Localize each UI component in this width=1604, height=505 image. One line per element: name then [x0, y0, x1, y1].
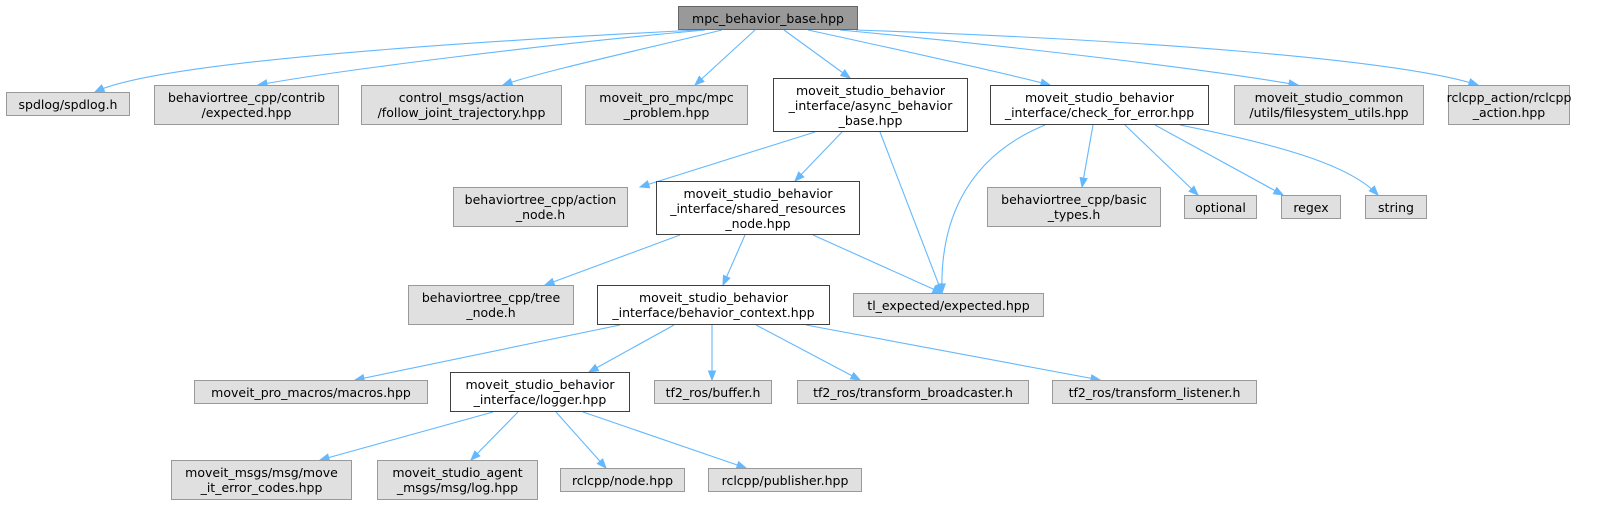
dependency-edge — [807, 29, 1051, 86]
arrowhead — [1188, 185, 1199, 196]
node-follow-joint-trajectory[interactable]: control_msgs/action /follow_joint_trajec… — [361, 85, 562, 125]
arrowhead — [1079, 176, 1088, 189]
node-spdlog[interactable]: spdlog/spdlog.h — [6, 92, 130, 116]
node-move-it-error-codes[interactable]: moveit_msgs/msg/move _it_error_codes.hpp — [171, 460, 352, 500]
node-string[interactable]: string — [1365, 195, 1427, 219]
node-check-for-error[interactable]: moveit_studio_behavior _interface/check_… — [990, 85, 1209, 125]
dependency-edge — [588, 324, 675, 373]
arrowhead — [1368, 185, 1379, 197]
arrowhead — [93, 84, 106, 93]
dependency-edge — [1179, 124, 1379, 196]
node-bt-action-node[interactable]: behaviortree_cpp/action _node.h — [453, 187, 628, 227]
dependency-edge — [855, 29, 1479, 86]
arrowhead — [839, 68, 852, 79]
dependency-edge — [941, 124, 1046, 294]
node-mpc-problem[interactable]: moveit_pro_mpc/mpc _problem.hpp — [585, 85, 748, 125]
node-regex[interactable]: regex — [1281, 195, 1341, 219]
dependency-edge — [794, 131, 843, 182]
arrowhead — [596, 458, 607, 470]
node-tf2-broadcaster[interactable]: tf2_ros/transform_broadcaster.h — [797, 380, 1029, 404]
dependency-edge — [582, 411, 747, 469]
dependency-edge — [257, 29, 706, 86]
dependency-edge — [805, 324, 1101, 381]
node-mpc-behavior-base[interactable]: mpc_behavior_base.hpp — [678, 6, 858, 30]
arrowhead — [587, 363, 600, 373]
arrowhead — [470, 450, 481, 461]
node-async-behavior-base[interactable]: moveit_studio_behavior _interface/async_… — [773, 78, 968, 132]
node-bt-tree-node[interactable]: behaviortree_cpp/tree _node.h — [408, 285, 574, 325]
arrowhead — [638, 180, 651, 189]
arrowhead — [937, 283, 946, 295]
node-tf2-listener[interactable]: tf2_ros/transform_listener.h — [1052, 380, 1257, 404]
dependency-edge — [544, 234, 681, 286]
node-bt-expected[interactable]: behaviortree_cpp/contrib /expected.hpp — [154, 85, 339, 125]
node-agent-log[interactable]: moveit_studio_agent _msgs/msg/log.hpp — [377, 460, 538, 500]
node-shared-resources-node[interactable]: moveit_studio_behavior _interface/shared… — [656, 181, 860, 235]
node-logger[interactable]: moveit_studio_behavior _interface/logger… — [450, 372, 630, 412]
dependency-edge — [879, 131, 943, 294]
arrowhead — [722, 274, 731, 287]
node-tf2-buffer[interactable]: tf2_ros/buffer.h — [654, 380, 772, 404]
arrowhead — [693, 75, 705, 86]
node-optional[interactable]: optional — [1184, 195, 1257, 219]
node-macros[interactable]: moveit_pro_macros/macros.hpp — [194, 380, 428, 404]
dependency-edge — [639, 131, 816, 188]
node-filesystem-utils[interactable]: moveit_studio_common /utils/filesystem_u… — [1234, 85, 1424, 125]
node-rclcpp-action[interactable]: rclcpp_action/rclcpp _action.hpp — [1447, 85, 1571, 125]
node-tl-expected[interactable]: tl_expected/expected.hpp — [853, 293, 1044, 317]
dependency-edge — [555, 411, 607, 469]
arrowhead — [931, 285, 944, 294]
dependency-edge — [354, 324, 621, 381]
dependency-edge — [1124, 124, 1199, 196]
dependency-edge — [839, 29, 1299, 86]
dependency-edge — [783, 29, 851, 79]
node-rclcpp-publisher[interactable]: rclcpp/publisher.hpp — [708, 468, 862, 492]
node-rclcpp-node[interactable]: rclcpp/node.hpp — [560, 468, 685, 492]
dependency-edge — [755, 324, 861, 381]
dependency-edge — [812, 234, 943, 294]
dependency-edge — [470, 411, 519, 461]
node-bt-basic-types[interactable]: behaviortree_cpp/basic _types.h — [987, 187, 1161, 227]
dependency-edge — [94, 29, 699, 93]
dependency-edge — [1154, 124, 1284, 196]
dependency-edge — [694, 29, 756, 86]
dependency-edge — [319, 411, 494, 461]
dependency-edge — [1081, 124, 1094, 188]
arrowhead — [849, 371, 862, 381]
dependency-edge — [502, 29, 723, 86]
arrowhead — [1272, 186, 1285, 196]
node-behavior-context[interactable]: moveit_studio_behavior _interface/behavi… — [597, 285, 830, 325]
arrowhead — [707, 370, 717, 382]
arrowhead — [794, 171, 805, 182]
